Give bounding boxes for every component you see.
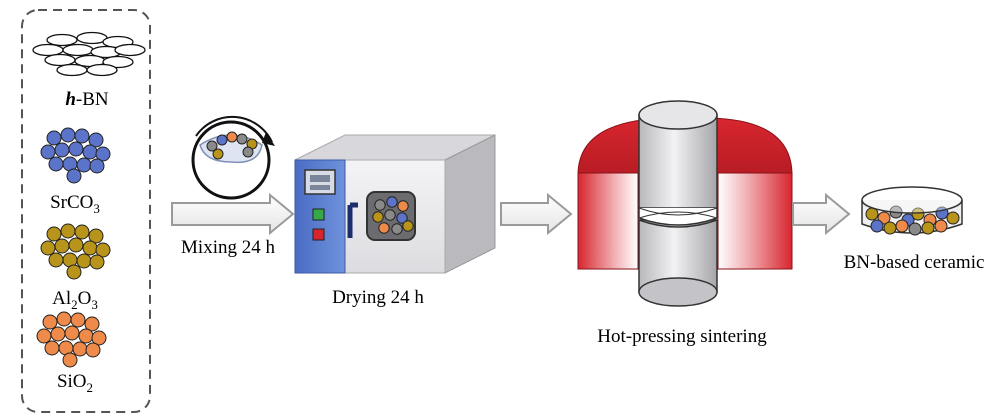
oven-sample-ball bbox=[391, 223, 403, 235]
ceramic-disk-icon bbox=[861, 186, 963, 236]
oven-sample-ball bbox=[372, 211, 384, 223]
hot-press-furnace-icon bbox=[577, 100, 793, 307]
sio2-particle bbox=[91, 330, 107, 346]
sio2-particle bbox=[70, 312, 86, 328]
ceramic-particle bbox=[895, 219, 909, 233]
sio2-particle bbox=[64, 325, 80, 341]
al2o3-particle bbox=[88, 228, 104, 244]
label-srco3: SrCO3 bbox=[50, 192, 100, 216]
hbn-flake bbox=[86, 63, 118, 77]
sio2-particle bbox=[78, 328, 94, 344]
label-mixing: Mixing 24 h bbox=[181, 237, 275, 258]
oven-sample-ball bbox=[386, 196, 398, 208]
arrow-to-product bbox=[792, 192, 851, 236]
mill-ball bbox=[236, 133, 248, 145]
hbn-flake bbox=[56, 63, 88, 77]
ball-mill-jar-icon bbox=[191, 115, 275, 200]
srco3-particle bbox=[54, 142, 70, 158]
label-product: BN-based ceramic bbox=[844, 252, 985, 273]
oven-sample-ball bbox=[374, 199, 386, 211]
ceramic-particle bbox=[911, 207, 925, 221]
sio2-particle bbox=[84, 316, 100, 332]
arrow-to-drying bbox=[171, 192, 295, 236]
ceramic-particle bbox=[934, 219, 948, 233]
srco3-particle bbox=[68, 141, 84, 157]
sio2-particle bbox=[44, 340, 60, 356]
label-drying: Drying 24 h bbox=[332, 287, 424, 308]
al2o3-particle bbox=[95, 242, 111, 258]
al2o3-particle bbox=[74, 224, 90, 240]
oven-sample-ball bbox=[396, 212, 408, 224]
srco3-particle bbox=[48, 156, 64, 172]
al2o3-particle bbox=[82, 240, 98, 256]
sio2-particle bbox=[62, 352, 78, 368]
hbn-flake bbox=[44, 53, 76, 67]
ceramic-particle bbox=[946, 211, 960, 225]
oven-sample-ball bbox=[378, 222, 390, 234]
ceramic-particle bbox=[870, 219, 884, 233]
srco3-particle bbox=[95, 146, 111, 162]
al2o3-particles-icon bbox=[40, 223, 111, 280]
sio2-particle bbox=[36, 328, 52, 344]
al2o3-particle bbox=[68, 237, 84, 253]
oven-sample-ball bbox=[397, 200, 409, 212]
srco3-particle bbox=[66, 168, 82, 184]
mill-ball bbox=[226, 131, 238, 143]
hbn-flake bbox=[114, 43, 146, 57]
sio2-particles-icon bbox=[36, 311, 107, 368]
srco3-particle bbox=[76, 157, 92, 173]
al2o3-particle bbox=[46, 226, 62, 242]
al2o3-particle bbox=[76, 253, 92, 269]
al2o3-particle bbox=[66, 264, 82, 280]
oven-sample-ball bbox=[402, 220, 414, 232]
srco3-particle bbox=[60, 127, 76, 143]
al2o3-particle bbox=[89, 254, 105, 270]
oven-sample-ball bbox=[384, 209, 396, 221]
srco3-particles-icon bbox=[40, 127, 111, 184]
srco3-particle bbox=[82, 144, 98, 160]
sio2-particle bbox=[56, 311, 72, 327]
ceramic-particle bbox=[921, 221, 935, 235]
hbn-flake bbox=[62, 43, 94, 57]
srco3-particle bbox=[88, 132, 104, 148]
mill-ball bbox=[242, 146, 254, 158]
sio2-particle bbox=[85, 342, 101, 358]
mill-ball bbox=[206, 140, 218, 152]
al2o3-particle bbox=[40, 240, 56, 256]
hbn-flake bbox=[46, 33, 78, 47]
label-sintering: Hot-pressing sintering bbox=[597, 326, 767, 347]
sio2-particle bbox=[50, 326, 66, 342]
label-al2o3: Al2O3 bbox=[52, 288, 98, 312]
ceramic-particle bbox=[908, 222, 922, 236]
hbn-flakes-icon bbox=[32, 31, 146, 77]
raw-materials-box bbox=[21, 9, 151, 413]
drying-oven-icon bbox=[294, 134, 496, 274]
ceramic-particle bbox=[883, 221, 897, 235]
mill-ball bbox=[212, 148, 224, 160]
srco3-particle bbox=[40, 144, 56, 160]
mill-ball bbox=[216, 134, 228, 146]
hbn-flake bbox=[32, 43, 64, 57]
al2o3-particle bbox=[60, 223, 76, 239]
label-hbn: h-BN bbox=[65, 89, 109, 110]
hbn-flake bbox=[102, 55, 134, 69]
sio2-particle bbox=[72, 341, 88, 357]
al2o3-particle bbox=[48, 252, 64, 268]
sio2-particle bbox=[42, 314, 58, 330]
srco3-particle bbox=[89, 158, 105, 174]
arrow-to-sintering bbox=[500, 192, 573, 236]
al2o3-particle bbox=[54, 238, 70, 254]
srco3-particle bbox=[74, 128, 90, 144]
label-sio2: SiO2 bbox=[57, 371, 93, 395]
srco3-particle bbox=[46, 130, 62, 146]
